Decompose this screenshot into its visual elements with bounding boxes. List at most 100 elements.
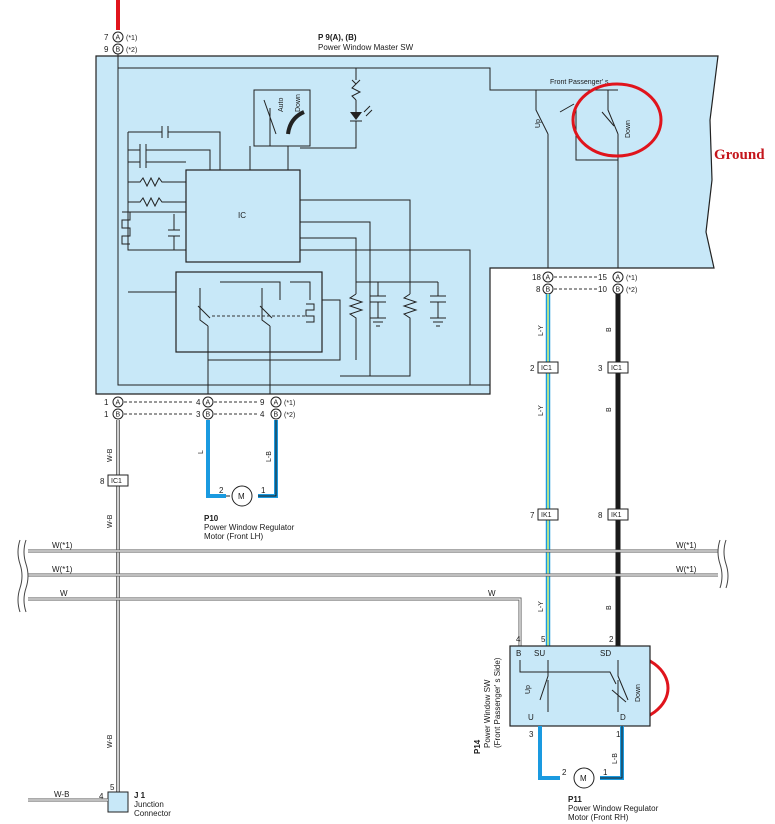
ground-annotation: Ground bbox=[714, 147, 765, 163]
svg-text:3: 3 bbox=[196, 410, 201, 419]
svg-text:(*2): (*2) bbox=[626, 287, 637, 294]
bus-right-3: W bbox=[488, 589, 496, 598]
wire-label-l-y-1: L-Y bbox=[538, 325, 545, 336]
ic1-mid-box bbox=[537, 361, 559, 374]
ik1-mid-pin: 7 bbox=[530, 511, 535, 520]
svg-text:(*1): (*1) bbox=[284, 400, 295, 407]
ps-label-b: B bbox=[516, 649, 521, 658]
ps-code: P14 bbox=[473, 739, 482, 754]
top-pin-conn-2: B bbox=[116, 47, 121, 54]
junction-pin-left: 4 bbox=[99, 792, 104, 801]
ic1-mid-name: IC1 bbox=[541, 365, 552, 372]
right-pin-row-1: 18 A 15 A (*1) bbox=[532, 271, 637, 283]
right-pin-row-2: 8 B 10 B (*2) bbox=[536, 283, 637, 295]
motor-rh-code: P11 bbox=[568, 795, 582, 804]
ic1-right-box bbox=[607, 361, 629, 374]
ic1-left-pin: 8 bbox=[100, 477, 105, 486]
svg-text:10: 10 bbox=[598, 285, 607, 294]
junction-connector bbox=[107, 791, 129, 813]
ik1-right-box bbox=[607, 508, 629, 521]
wire-label-b-2: B bbox=[606, 407, 613, 412]
svg-text:A: A bbox=[206, 400, 211, 407]
motor-rh-pin-right: 1 bbox=[603, 768, 608, 777]
motor-lh-pin-right: 1 bbox=[261, 486, 266, 495]
junction-pin-top: 5 bbox=[110, 783, 115, 792]
ps-label-up: Up bbox=[525, 685, 532, 694]
wire-label-b-1: B bbox=[606, 327, 613, 332]
ik1-right-name: IK1 bbox=[611, 512, 622, 519]
top-pin-num-2: 9 bbox=[104, 45, 109, 54]
wire-label-b-3: B bbox=[606, 605, 613, 610]
ps-label-d: D bbox=[620, 713, 626, 722]
ps-pin-d: 1 bbox=[616, 730, 621, 739]
svg-text:A: A bbox=[116, 400, 121, 407]
motor-rh-symbol bbox=[573, 767, 595, 789]
motor-lh-line1: Power Window Regulator bbox=[204, 523, 295, 532]
svg-text:A: A bbox=[274, 400, 279, 407]
bus-left-3: W bbox=[60, 589, 68, 598]
motor-rh-line1: Power Window Regulator bbox=[568, 804, 659, 813]
passenger-switch-box bbox=[509, 645, 651, 727]
bottom-pin-row-2: 1 B 3 B 4 B (*2) bbox=[104, 408, 295, 420]
svg-text:B: B bbox=[206, 412, 211, 419]
bottom-pin-row-1: 1 A 4 A 9 A (*1) bbox=[104, 396, 295, 408]
ps-label-sd: SD bbox=[600, 649, 611, 658]
auto-down-label: Down bbox=[295, 94, 302, 112]
wire-label-l-b-2: L-B bbox=[612, 753, 619, 764]
passenger-switch-internals bbox=[519, 660, 629, 712]
ic-label: IC bbox=[238, 211, 246, 220]
svg-text:B: B bbox=[546, 287, 551, 294]
wire-label-w-b-3: W-B bbox=[107, 734, 114, 748]
ps-label-down: Down bbox=[635, 684, 642, 702]
svg-text:4: 4 bbox=[196, 398, 201, 407]
svg-text:A: A bbox=[616, 275, 621, 282]
junction-line1: Junction bbox=[134, 800, 164, 809]
motor-rh-m: M bbox=[580, 774, 587, 783]
bus-right-2: W(*1) bbox=[676, 565, 697, 574]
wire-label-w-b-1: W-B bbox=[107, 448, 114, 462]
svg-text:B: B bbox=[616, 287, 621, 294]
svg-text:18: 18 bbox=[532, 273, 541, 282]
ic1-left-name: IC1 bbox=[111, 478, 122, 485]
wire-blue-l-lh bbox=[206, 420, 226, 498]
ps-label-u: U bbox=[528, 713, 534, 722]
svg-text:B: B bbox=[116, 412, 121, 419]
wire-label-l-b-1: L-B bbox=[266, 451, 273, 462]
ps-line2: (Front Passenger' s Side) bbox=[493, 657, 502, 748]
auto-label: Auto bbox=[278, 97, 285, 112]
motor-rh-pin-left: 2 bbox=[562, 768, 567, 777]
ps-pin-sd: 2 bbox=[609, 635, 614, 644]
top-pin-num-1: 7 bbox=[104, 33, 109, 42]
master-internal-wiring bbox=[117, 54, 619, 394]
ps-line1: Power Window SW bbox=[483, 679, 492, 748]
junction-line2: Connector bbox=[134, 809, 171, 818]
wire-label-w-b-2: W-B bbox=[107, 514, 114, 528]
svg-text:(*1): (*1) bbox=[626, 275, 637, 282]
ic1-right-pin: 3 bbox=[598, 364, 603, 373]
svg-text:B: B bbox=[274, 412, 279, 419]
svg-text:8: 8 bbox=[536, 285, 541, 294]
svg-text:1: 1 bbox=[104, 398, 109, 407]
wire-label-l-y-2: L-Y bbox=[538, 405, 545, 416]
ic1-left-box bbox=[107, 474, 129, 487]
ps-pin-u: 3 bbox=[529, 730, 534, 739]
wire-label-l-y-3: L-Y bbox=[538, 601, 545, 612]
motor-lh-code: P10 bbox=[204, 514, 219, 523]
bus-lines bbox=[17, 539, 729, 648]
bus-left-1: W(*1) bbox=[52, 541, 73, 550]
ik1-mid-box bbox=[537, 508, 559, 521]
svg-text:9: 9 bbox=[260, 398, 265, 407]
svg-text:A: A bbox=[546, 275, 551, 282]
motor-lh-line2: Motor (Front LH) bbox=[204, 532, 263, 541]
wire-label-w-b-4: W-B bbox=[54, 790, 69, 799]
ps-pin-b: 4 bbox=[516, 635, 521, 644]
top-pin-note-1: (*1) bbox=[126, 35, 137, 42]
svg-text:4: 4 bbox=[260, 410, 265, 419]
svg-text:15: 15 bbox=[598, 273, 607, 282]
master-down-label: Down bbox=[625, 120, 632, 138]
wire-blue-rh bbox=[538, 726, 560, 780]
front-passenger-label: Front Passenger' s bbox=[550, 79, 609, 86]
master-switch-code: P 9(A), (B) bbox=[318, 33, 357, 42]
master-switch-name: Power Window Master SW bbox=[318, 43, 414, 52]
top-pin-conn-1: A bbox=[116, 35, 121, 42]
